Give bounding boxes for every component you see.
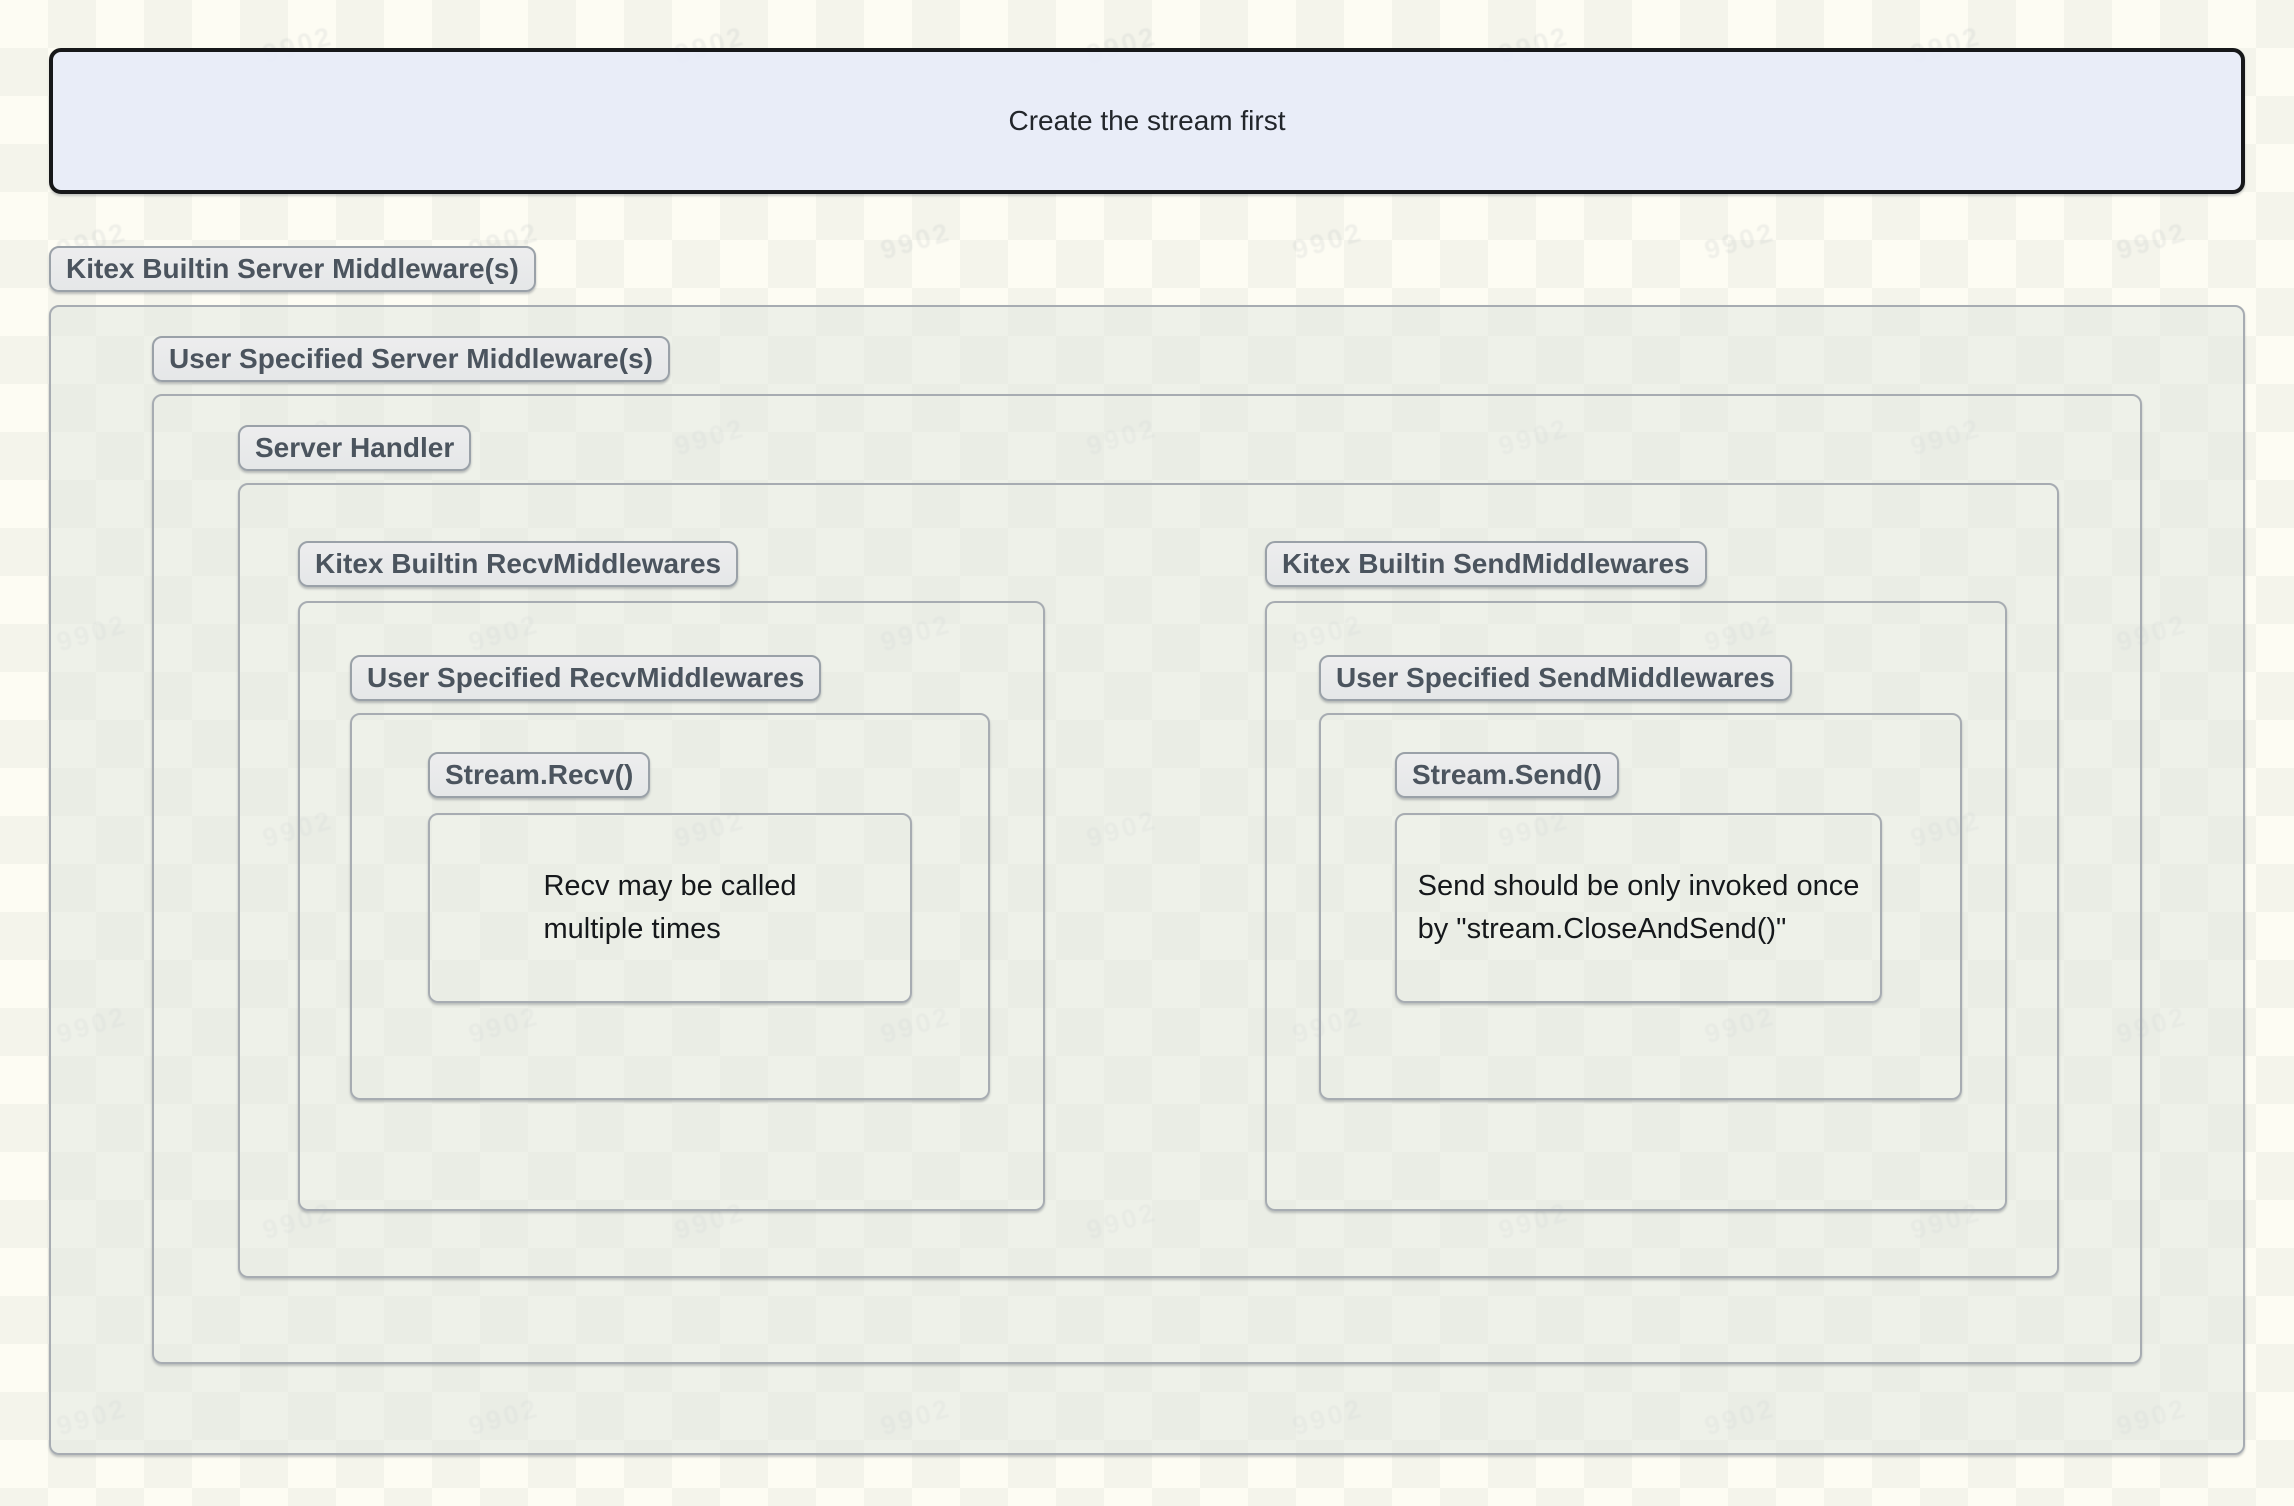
box-user-specified-send-middlewares	[1319, 713, 1962, 1100]
recv-note-text: Recv may be called multiple times	[543, 870, 797, 945]
box-stream-send-note: Send should be only invoked once by "str…	[1395, 813, 1882, 1003]
watermark-text: 9902	[1289, 216, 1367, 266]
box-kitex-builtin-recv-middlewares	[298, 601, 1045, 1211]
watermark-text: 9902	[1701, 216, 1779, 266]
send-note-text: Send should be only invoked once by "str…	[1417, 870, 1860, 945]
box-user-specified-server-middlewares	[152, 394, 2142, 1364]
watermark-text: 9902	[877, 216, 955, 266]
badge-user-specified-recv-middlewares: User Specified RecvMiddlewares	[350, 655, 822, 701]
banner-text: Create the stream first	[1008, 105, 1286, 136]
watermark-text: 9902	[2113, 216, 2191, 266]
box-server-handler	[238, 483, 2059, 1278]
badge-stream-send: Stream.Send()	[1395, 752, 1619, 798]
box-stream-recv-note: Recv may be called multiple times	[428, 813, 912, 1003]
banner-create-stream: Create the stream first	[49, 48, 2245, 194]
badge-user-specified-send-middlewares: User Specified SendMiddlewares	[1319, 655, 1792, 701]
box-kitex-builtin-send-middlewares	[1265, 601, 2007, 1211]
badge-user-specified-server-middlewares: User Specified Server Middleware(s)	[152, 336, 670, 382]
badge-kitex-builtin-server-middlewares: Kitex Builtin Server Middleware(s)	[49, 246, 536, 292]
box-user-specified-recv-middlewares	[350, 713, 990, 1100]
badge-kitex-builtin-send-middlewares: Kitex Builtin SendMiddlewares	[1265, 541, 1707, 587]
badge-stream-recv: Stream.Recv()	[428, 752, 651, 798]
box-kitex-builtin-server-middlewares	[49, 305, 2245, 1455]
badge-kitex-builtin-recv-middlewares: Kitex Builtin RecvMiddlewares	[298, 541, 739, 587]
badge-server-handler: Server Handler	[238, 425, 472, 471]
